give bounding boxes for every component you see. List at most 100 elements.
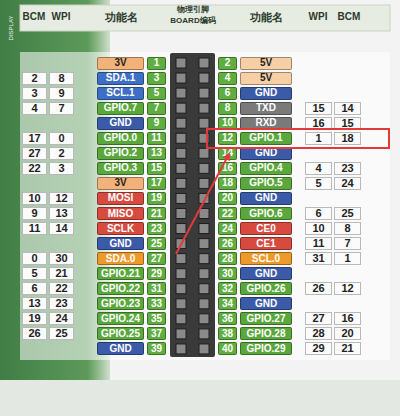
pin-label: 30 xyxy=(222,269,233,279)
function-name: GPIO.1 xyxy=(249,133,282,143)
bcm-number: 0 xyxy=(22,252,47,265)
pin-number: 12 xyxy=(218,132,237,145)
pin-label: 32 xyxy=(222,284,233,294)
function-name: GND xyxy=(255,148,277,158)
function-name: SCLK xyxy=(107,224,134,234)
pin-label: 38 xyxy=(222,329,233,339)
header-pin xyxy=(176,344,186,354)
function-name: GPIO.7 xyxy=(104,103,137,113)
pin-label: 26 xyxy=(222,239,233,249)
header-pin xyxy=(176,73,186,83)
function-name: GND xyxy=(255,88,277,98)
function-name: CE1 xyxy=(256,239,275,249)
header-pin xyxy=(199,133,209,143)
column-header: 功能名 xyxy=(97,9,145,25)
pointer-arrow xyxy=(176,154,229,254)
function-box: GPIO.0 xyxy=(97,132,144,145)
function-box: GPIO.6 xyxy=(240,207,292,220)
pin-label: 16 xyxy=(222,163,233,173)
function-box: 3V xyxy=(97,177,144,190)
function-name: GND xyxy=(255,299,277,309)
pin-label: 18 xyxy=(222,178,233,188)
pin-number: 26 xyxy=(218,237,237,250)
bcm-number: 15 xyxy=(334,117,361,130)
pin-number: 5 xyxy=(147,87,166,100)
wpi-number: 10 xyxy=(305,222,332,235)
function-box: MISO xyxy=(97,207,144,220)
pin-number: 34 xyxy=(218,297,237,310)
pin-number: 8 xyxy=(218,102,237,115)
function-name: SDA.1 xyxy=(106,73,135,83)
pin-number: 31 xyxy=(147,282,166,295)
pin-label: 20 xyxy=(222,193,233,203)
pin-label: 19 xyxy=(151,193,162,203)
header-pin xyxy=(199,299,209,309)
function-box: GPIO.22 xyxy=(97,282,144,295)
function-name: GPIO.4 xyxy=(249,163,282,173)
pin-label: 31 xyxy=(151,284,162,294)
bcm-number: 19 xyxy=(22,312,47,325)
pin-label: 17 xyxy=(151,178,162,188)
function-name: GPIO.23 xyxy=(101,299,140,309)
bcm-number: 22 xyxy=(22,162,47,175)
bcm-number: 17 xyxy=(22,132,47,145)
pin-label: 25 xyxy=(151,239,162,249)
function-box: GPIO.24 xyxy=(97,312,144,325)
function-name: SCL.1 xyxy=(106,88,134,98)
function-box: GPIO.3 xyxy=(97,162,144,175)
function-name: GND xyxy=(255,193,277,203)
header-pin xyxy=(176,58,186,68)
board-edge xyxy=(0,380,400,416)
function-name: GND xyxy=(109,239,131,249)
header-pin xyxy=(199,193,209,203)
function-name: GPIO.29 xyxy=(247,344,286,354)
column-header: 功能名 xyxy=(240,9,292,25)
pin-label: 29 xyxy=(151,269,162,279)
header-pin xyxy=(176,178,186,188)
pin-label: 23 xyxy=(151,224,162,234)
function-box: GND xyxy=(240,147,292,160)
wpi-number: 0 xyxy=(49,132,74,145)
column-header: 物理引脚 xyxy=(160,5,226,15)
bcm-number: 6 xyxy=(22,282,47,295)
column-header: WPI xyxy=(48,9,74,25)
bcm-number: 11 xyxy=(22,222,47,235)
wpi-number: 11 xyxy=(305,237,332,250)
header-pin xyxy=(176,299,186,309)
header-pin xyxy=(176,239,186,249)
pin-number: 33 xyxy=(147,297,166,310)
function-box: GPIO.27 xyxy=(240,312,292,325)
header-pin xyxy=(176,148,186,158)
header-pin xyxy=(199,118,209,128)
pin-label: 12 xyxy=(222,133,233,143)
function-box: GPIO.1 xyxy=(240,132,292,145)
wpi-number: 13 xyxy=(49,207,74,220)
function-box: GPIO.5 xyxy=(240,177,292,190)
header-pin xyxy=(176,254,186,264)
wpi-number: 4 xyxy=(305,162,332,175)
function-name: RXD xyxy=(255,118,276,128)
header-pin xyxy=(176,193,186,203)
pin-number: 15 xyxy=(147,162,166,175)
header-pin xyxy=(176,224,186,234)
function-box: GPIO.28 xyxy=(240,327,292,340)
pin-label: 6 xyxy=(225,88,231,98)
function-box: GND xyxy=(240,267,292,280)
header-pin xyxy=(176,329,186,339)
bcm-number: 13 xyxy=(22,297,47,310)
pin-label: 15 xyxy=(151,163,162,173)
function-box: GND xyxy=(97,237,144,250)
function-box: GND xyxy=(240,297,292,310)
function-name: GPIO.26 xyxy=(247,284,286,294)
pin-number: 1 xyxy=(147,57,166,70)
pin-number: 6 xyxy=(218,87,237,100)
function-box: SCL.1 xyxy=(97,87,144,100)
function-name: CE0 xyxy=(256,224,275,234)
column-header: WPI xyxy=(303,9,333,25)
pin-label: 2 xyxy=(225,58,231,68)
bcm-number: 4 xyxy=(22,102,47,115)
wpi-number: 25 xyxy=(49,327,74,340)
function-box: 5V xyxy=(240,57,292,70)
function-box: CE0 xyxy=(240,222,292,235)
